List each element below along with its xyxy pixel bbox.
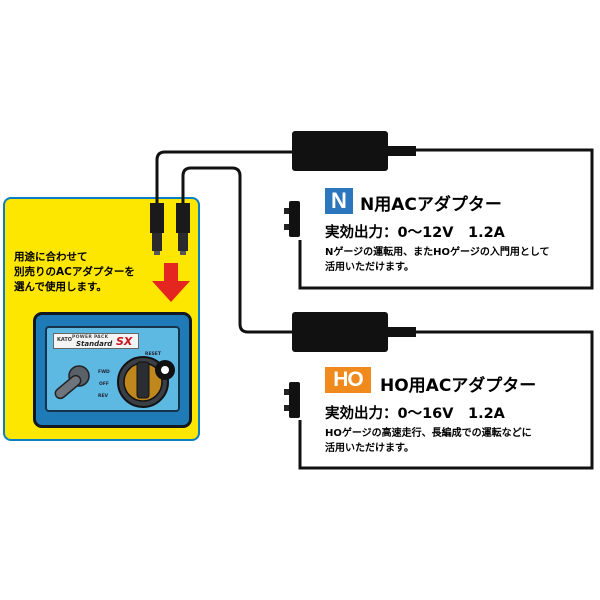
speed-knob[interactable] bbox=[113, 350, 177, 414]
panel-line-1: 用途に合わせて bbox=[14, 251, 88, 263]
n-badge: N bbox=[325, 188, 353, 214]
panel-line-3: 選んで使用します。 bbox=[14, 281, 107, 293]
red-arrow-icon bbox=[152, 263, 190, 302]
ho-desc-line-1: HOゲージの高速走行、長編成での運転などに bbox=[325, 428, 532, 439]
dc-plug-left bbox=[150, 203, 164, 255]
panel-instruction: 用途に合わせて 別売りのACアダプターを 選んで使用します。 bbox=[14, 250, 164, 295]
brand-plate: KATO POWER PACK Standard SX bbox=[53, 333, 139, 349]
power-pack-device: KATO POWER PACK Standard SX RESET FWD OF… bbox=[33, 312, 192, 428]
panel-line-2: 別売りのACアダプターを bbox=[14, 266, 135, 278]
rev-label: REV bbox=[98, 394, 109, 399]
ho-adapter-desc: HOゲージの高速走行、長編成での運転などに 活用いただけます。 bbox=[325, 426, 532, 456]
ho-badge: HO bbox=[325, 367, 371, 393]
n-desc-line-2: 活用いただけます。 bbox=[325, 262, 414, 273]
ho-ac-plug-icon bbox=[284, 382, 300, 418]
direction-lever[interactable] bbox=[49, 358, 99, 412]
brand-model: SX bbox=[116, 335, 133, 348]
n-dc-cable bbox=[155, 150, 293, 205]
n-adapter-title: N用ACアダプター bbox=[360, 195, 502, 215]
brand-name: Standard bbox=[76, 340, 113, 348]
fwd-label: FWD bbox=[98, 370, 110, 375]
ho-dc-cable bbox=[181, 166, 293, 334]
n-adapter-body bbox=[292, 131, 416, 171]
n-ac-plug-icon bbox=[284, 201, 300, 237]
ho-adapter-cable-loop bbox=[298, 330, 594, 470]
brand-subtitle: POWER PACK bbox=[72, 335, 109, 340]
n-adapter-spec: 実効出力：0～12V 1.2A bbox=[325, 225, 505, 241]
ho-adapter-body bbox=[292, 312, 416, 352]
n-desc-line-1: Nゲージの運転用、またHOゲージの入門用として bbox=[325, 247, 550, 258]
reset-label: RESET bbox=[145, 352, 161, 357]
dc-plug-right bbox=[176, 203, 190, 255]
ho-adapter-spec: 実効出力：0～16V 1.2A bbox=[325, 406, 505, 422]
ho-desc-line-2: 活用いただけます。 bbox=[325, 443, 414, 454]
ho-adapter-title: HO用ACアダプター bbox=[380, 376, 537, 396]
off-label: OFF bbox=[99, 382, 109, 387]
device-face: KATO POWER PACK Standard SX RESET FWD OF… bbox=[45, 326, 180, 412]
n-adapter-desc: Nゲージの運転用、またHOゲージの入門用として 活用いただけます。 bbox=[325, 245, 550, 275]
n-adapter-cable-loop bbox=[298, 148, 594, 290]
brand-logo: KATO bbox=[57, 337, 73, 343]
